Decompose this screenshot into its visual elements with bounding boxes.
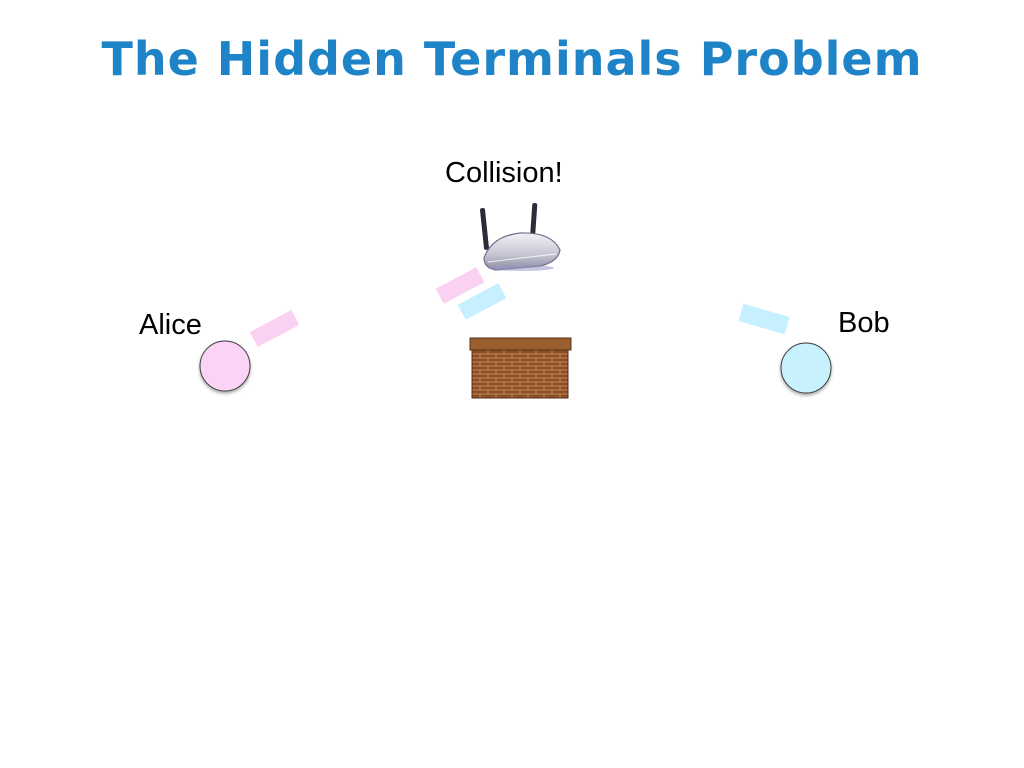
alice-packet-at-ap [435,267,485,304]
slide-title: The Hidden Terminals Problem [101,32,923,86]
collision-label: Collision! [445,157,563,189]
brick-wall-icon [469,337,572,399]
wireless-router-icon [480,203,561,271]
bob-label: Bob [838,307,890,339]
alice-node [199,340,251,392]
alice-packet [249,309,300,348]
bob-node [780,342,832,394]
bob-packet-at-ap [457,283,507,320]
alice-label: Alice [139,309,202,341]
bob-packet [738,303,790,335]
